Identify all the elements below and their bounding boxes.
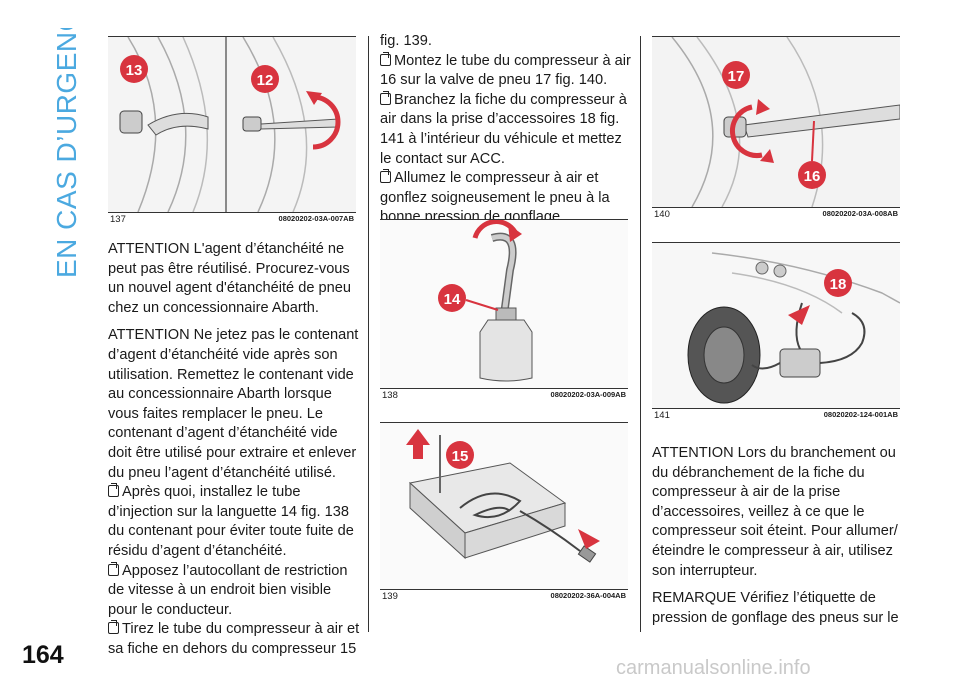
figure-caption: 137 08020202-03A-007AB [108,213,356,226]
figure-140: 17 16 140 08020202-03A-008AB [652,36,900,220]
attention-paragraph: ATTENTION L'agent d’étanchéité ne peut p… [108,241,351,316]
figure-code: 08020202-36A-004AB [550,591,626,600]
section-title: EN CAS D’URGENCE [50,0,84,278]
figure-code: 08020202-03A-007AB [278,214,354,223]
step-item: Apposez l’autocollant de restriction de … [108,561,348,618]
checkbox-bullet-icon [108,620,119,635]
accessory-socket-illustration: 18 [652,243,900,408]
column-2-text: fig. 139. Montez le tube du compresseur … [380,32,632,228]
column-3-text: ATTENTION Lors du branchement ou du débr… [652,444,904,636]
continued-text: fig. 139. [380,33,432,49]
figure-code: 08020202-03A-008AB [822,209,898,218]
figure-code: 08020202-124-001AB [823,410,898,419]
checkbox-bullet-icon [108,561,119,576]
section-title-text: EN CAS D’URGENCE [51,28,82,278]
step-item: Après quoi, installez le tube d’injectio… [108,483,354,559]
callout-17: 17 [728,68,745,85]
callout-13: 13 [126,62,143,79]
figure-number: 139 [382,591,398,602]
column-divider [640,36,641,632]
attention-paragraph: ATTENTION Ne jetez pas le contenant d’ag… [108,327,359,481]
compressor-hose-on-valve-illustration: 17 16 [652,37,900,207]
attention-paragraph: ATTENTION Lors du branchement ou du débr… [652,445,898,579]
column-1-text: ATTENTION L'agent d’étanchéité ne peut p… [108,240,363,659]
figure-number: 141 [654,410,670,421]
checkbox-bullet-icon [380,51,391,66]
step-item: Montez le tube du compresseur à air 16 s… [380,51,631,89]
figure-number: 140 [654,209,670,220]
figure-139: 15 139 08020202-36A-004AB [380,422,628,602]
figure-137: 13 12 137 08020202-03A-007AB [108,36,356,225]
figure-caption: 139 08020202-36A-004AB [380,590,628,603]
sealant-bottle-illustration: 14 [380,220,628,388]
figure-caption: 140 08020202-03A-008AB [652,208,900,221]
note-paragraph: REMARQUE Vérifiez l’étiquette de pressio… [652,590,899,626]
callout-18: 18 [830,276,847,293]
callout-15: 15 [452,448,469,465]
callout-16: 16 [804,168,821,185]
tire-valve-illustration: 13 12 [108,37,356,212]
column-divider [368,36,369,632]
step-item: Branchez la fiche du compresseur à air d… [380,90,627,167]
figure-141: 18 141 08020202-124-001AB [652,242,900,421]
callout-12: 12 [257,72,274,89]
checkbox-bullet-icon [380,169,391,184]
figure-number: 138 [382,390,398,401]
air-compressor-illustration: 15 [380,423,628,589]
figure-caption: 141 08020202-124-001AB [652,409,900,422]
watermark: carmanualsonline.info [616,657,811,679]
figure-caption: 138 08020202-03A-009AB [380,389,628,402]
figure-code: 08020202-03A-009AB [550,390,626,399]
page-number: 164 [22,641,64,669]
step-item: Tirez le tube du compresseur à air et sa… [108,620,360,657]
checkbox-bullet-icon [380,90,391,105]
figure-number: 137 [110,214,126,225]
checkbox-bullet-icon [108,483,119,498]
figure-138: 14 138 08020202-03A-009AB [380,219,628,401]
callout-14: 14 [444,291,461,308]
